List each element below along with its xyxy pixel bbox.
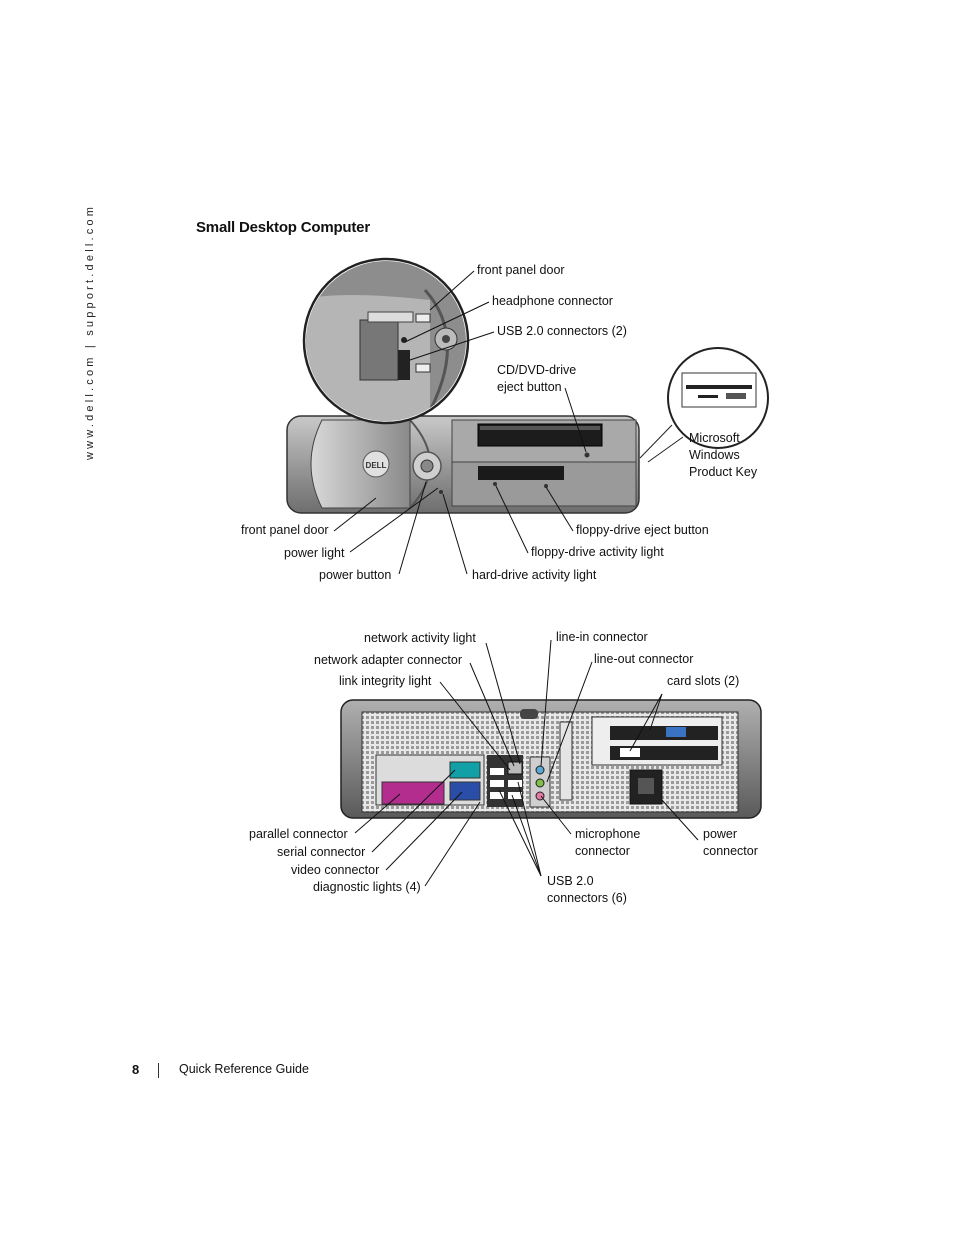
label-usb-back-line1: USB 2.0 [547, 874, 594, 888]
label-video-connector: video connector [291, 863, 380, 877]
label-microphone-line1: microphone [575, 827, 641, 841]
front-chassis [286, 415, 640, 514]
label-product-key-line3: Product Key [689, 465, 758, 479]
label-diagnostic-lights: diagnostic lights (4) [313, 880, 421, 894]
label-product-key-line1: Microsoft [689, 431, 740, 445]
label-hard-drive-light: hard-drive activity light [472, 568, 597, 582]
power-button-illustration [412, 451, 442, 481]
label-network-activity-light: network activity light [364, 631, 476, 645]
label-line-in: line-in connector [556, 630, 648, 644]
label-power-line1: power [703, 827, 738, 841]
back-leader-lines [354, 639, 699, 887]
front-leader-lines [333, 270, 587, 575]
label-serial-connector: serial connector [277, 845, 366, 859]
label-front-panel-door-bottom: front panel door [241, 523, 329, 537]
label-power-line2: connector [703, 844, 758, 858]
footer-divider [158, 1063, 159, 1078]
label-cd-eject-line2: eject button [497, 380, 562, 394]
product-key-label-illustration [639, 347, 769, 463]
label-cd-eject-line1: CD/DVD-drive [497, 363, 577, 377]
label-line-out: line-out connector [594, 652, 694, 666]
magnified-front-panel [302, 257, 470, 425]
dell-logo: DELL [362, 450, 390, 478]
label-parallel-connector: parallel connector [249, 827, 348, 841]
label-headphone-connector: headphone connector [492, 294, 613, 308]
page-number: 8 [132, 1062, 140, 1077]
label-front-panel-door-top: front panel door [477, 263, 565, 277]
back-chassis [340, 699, 762, 819]
label-power-light: power light [284, 546, 345, 560]
label-product-key-line2: Windows [689, 448, 740, 462]
label-power-button: power button [319, 568, 392, 582]
label-usb-back-line2: connectors (6) [547, 891, 627, 905]
label-link-integrity-light: link integrity light [339, 674, 432, 688]
label-card-slots: card slots (2) [667, 674, 740, 688]
label-floppy-eject: floppy-drive eject button [576, 523, 709, 537]
label-usb-connectors-front: USB 2.0 connectors (2) [497, 324, 627, 338]
svg-text:DELL: DELL [366, 461, 387, 470]
label-microphone-line2: connector [575, 844, 630, 858]
label-floppy-activity: floppy-drive activity light [531, 545, 664, 559]
label-network-adapter-connector: network adapter connector [314, 653, 463, 667]
section-title: Small Desktop Computer [196, 219, 370, 236]
footer-guide-title: Quick Reference Guide [179, 1062, 309, 1076]
